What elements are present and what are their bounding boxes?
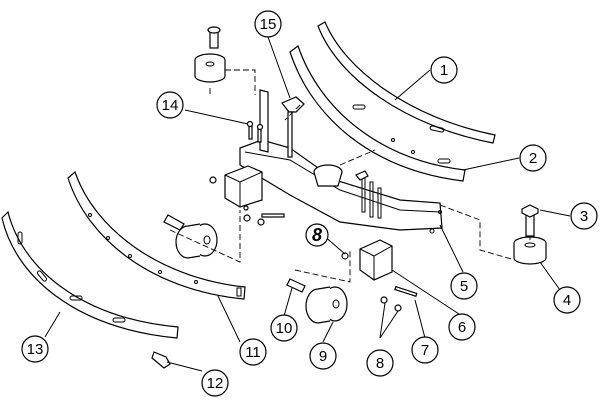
callout-2: 2 — [519, 144, 547, 172]
part-13-curved-blade — [1, 210, 179, 339]
svg-text:7: 7 — [421, 342, 429, 359]
svg-text:11: 11 — [245, 344, 261, 361]
part-1-curved-blade — [317, 21, 496, 144]
frame-bolts — [355, 170, 382, 219]
part-2-curved-blade — [289, 45, 466, 182]
callout-6: 6 — [448, 313, 476, 341]
part-3-bolt — [521, 204, 539, 237]
left-caster-bracket — [163, 165, 285, 231]
part-14-bolts — [246, 120, 264, 143]
callout-12: 12 — [201, 369, 229, 397]
callout-15: 15 — [254, 10, 282, 38]
part-10-axle — [286, 278, 306, 293]
part-11-curved-blade — [67, 170, 246, 300]
top-caster-knob — [194, 26, 226, 83]
callout-3: 3 — [570, 202, 598, 230]
inline-label-8: 8 — [305, 223, 329, 247]
leader-lines — [44, 36, 571, 372]
callout-11: 11 — [239, 338, 267, 366]
svg-text:15: 15 — [260, 16, 277, 33]
svg-text:2: 2 — [529, 150, 537, 167]
callout-4: 4 — [553, 286, 581, 314]
svg-text:4: 4 — [563, 292, 571, 309]
svg-text:8: 8 — [312, 225, 322, 245]
svg-text:14: 14 — [162, 97, 179, 114]
callout-14: 14 — [156, 91, 184, 119]
callout-8: 8 — [366, 349, 394, 377]
svg-text:1: 1 — [440, 62, 448, 79]
part-12-elbow-fitting — [151, 351, 171, 369]
callout-10: 10 — [270, 314, 298, 342]
svg-text:9: 9 — [319, 348, 327, 365]
svg-text:12: 12 — [207, 375, 224, 392]
callout-5: 5 — [450, 272, 478, 300]
part-15-hand-knob — [281, 96, 305, 158]
part-4-bumper-wheel — [513, 236, 547, 265]
svg-text:5: 5 — [460, 278, 468, 295]
svg-text:6: 6 — [458, 319, 466, 336]
svg-text:3: 3 — [580, 208, 588, 225]
assembly-guide-lines — [169, 69, 531, 283]
svg-text:10: 10 — [276, 320, 293, 337]
part-5-frame — [239, 89, 443, 234]
part-7-bolt — [394, 285, 418, 298]
callout-7: 7 — [411, 336, 439, 364]
svg-text:8: 8 — [376, 355, 384, 372]
part-9-caster-wheel — [305, 286, 348, 324]
callout-9: 9 — [309, 342, 337, 370]
callout-1: 1 — [430, 56, 458, 84]
svg-text:13: 13 — [27, 341, 44, 358]
left-caster-wheel — [175, 223, 218, 259]
callout-13: 13 — [21, 335, 49, 363]
part-6-caster-bracket — [341, 239, 402, 312]
